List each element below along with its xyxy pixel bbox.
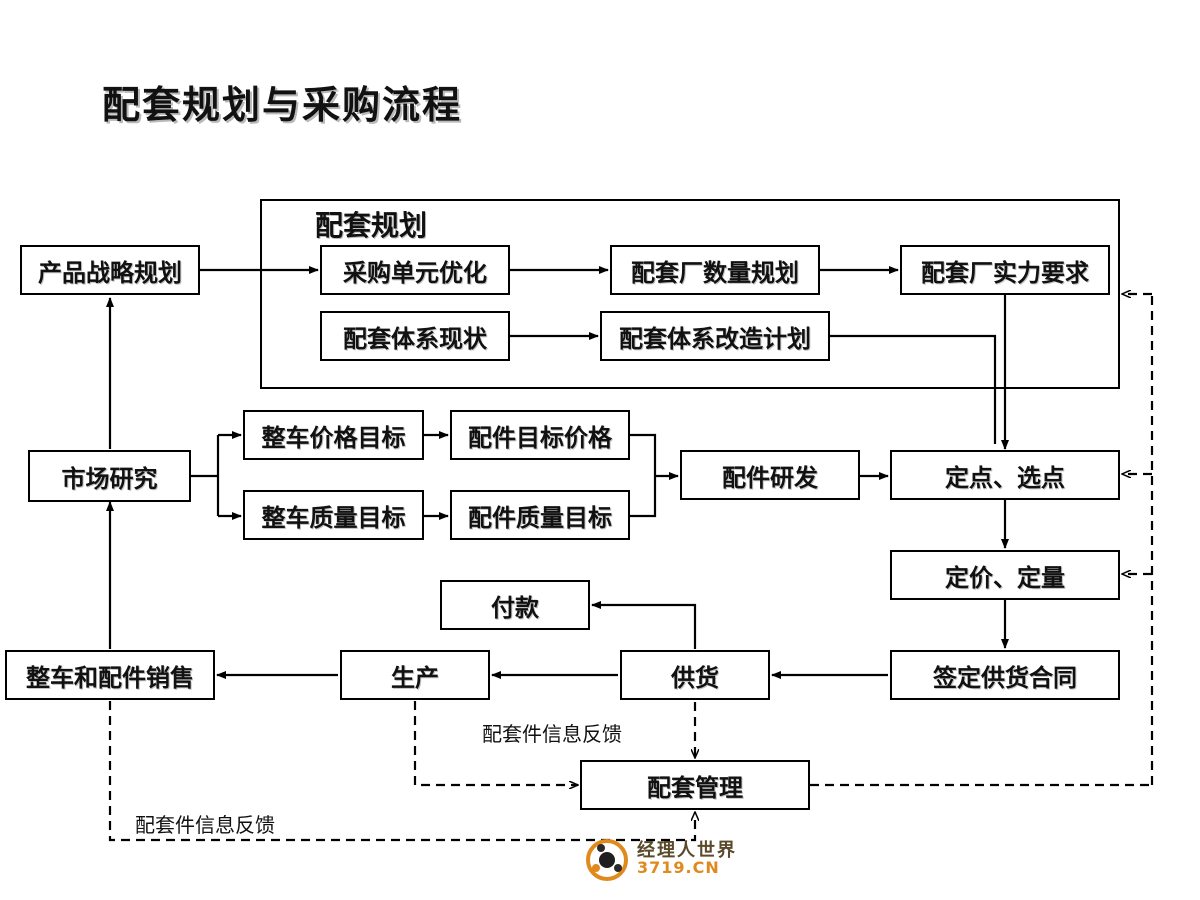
note-feedback-lower: 配套件信息反馈	[135, 813, 275, 837]
node-management: 配套管理	[580, 760, 810, 810]
globe-logo-icon	[586, 839, 628, 881]
arrow-supply-to-payment	[591, 601, 697, 649]
dashed-production-to-management	[413, 701, 578, 785]
node-payment: 付款	[440, 580, 590, 630]
node-purchase-unit: 采购单元优化	[320, 245, 510, 295]
brand-logo: 经理人世界 3719.CN	[585, 834, 735, 882]
dashed-sales-to-management	[108, 701, 695, 842]
node-contract: 签定供货合同	[890, 650, 1120, 700]
node-system-status: 配套体系现状	[320, 311, 510, 361]
node-system-reform: 配套体系改造计划	[600, 311, 830, 361]
node-product-strategy: 产品战略规划	[20, 245, 200, 295]
node-sales: 整车和配件销售	[5, 650, 215, 700]
node-vehicle-quality: 整车质量目标	[243, 490, 424, 540]
page-title: 配套规划与采购流程	[102, 83, 463, 127]
node-pricing: 定价、定量	[890, 550, 1120, 600]
node-part-quality: 配件质量目标	[450, 490, 630, 540]
arrow-reform-to-selection	[830, 334, 997, 444]
planning-group-frame	[260, 199, 1120, 389]
node-supplier-count: 配套厂数量规划	[610, 245, 820, 295]
merge-targets	[630, 433, 657, 518]
node-selection: 定点、选点	[890, 450, 1120, 500]
planning-group-label: 配套规划	[315, 209, 428, 242]
node-vehicle-price: 整车价格目标	[243, 410, 424, 460]
note-feedback-upper: 配套件信息反馈	[482, 722, 622, 746]
node-market-research: 市场研究	[28, 450, 191, 502]
node-supply: 供货	[620, 650, 770, 700]
logo-name: 经理人世界	[637, 840, 737, 861]
node-production: 生产	[340, 650, 490, 700]
node-supplier-strength: 配套厂实力要求	[900, 245, 1110, 295]
node-part-price: 配件目标价格	[450, 410, 630, 460]
logo-domain: 3719.CN	[637, 858, 720, 877]
node-part-rd: 配件研发	[680, 450, 860, 500]
